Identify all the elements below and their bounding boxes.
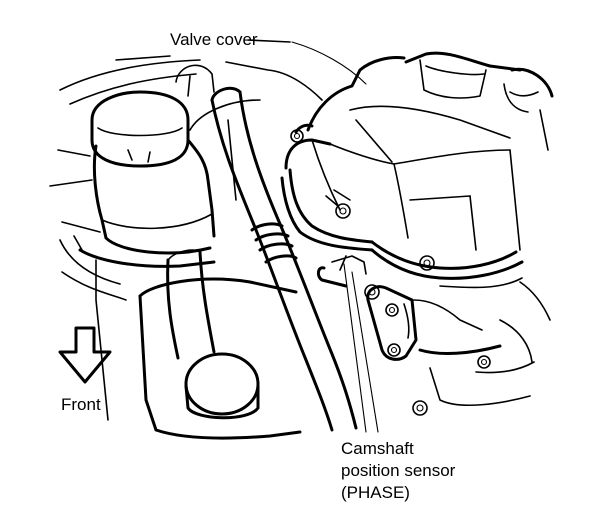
background-contours [59, 39, 323, 131]
hose [210, 86, 358, 432]
sensor-leader-2 [351, 271, 379, 433]
reservoir [49, 90, 216, 268]
filler-pipe [166, 249, 216, 360]
front-arrow-icon [58, 326, 112, 384]
lower-housing [59, 239, 302, 440]
leader-lines [291, 41, 379, 433]
camshaft-sensor [316, 255, 551, 416]
camshaft-sensor-label-line-1: Camshaft [341, 439, 414, 458]
camshaft-sensor-label-line-2: position sensor [341, 461, 456, 480]
valve-cover [280, 51, 554, 289]
filler-cap [184, 352, 260, 420]
valve-cover-label: Valve cover [170, 30, 258, 49]
camshaft-sensor-label-line-3: (PHASE) [341, 483, 410, 502]
front-label: Front [61, 395, 101, 414]
valve-cover-leader [291, 41, 367, 85]
camshaft-sensor-label: Camshaft position sensor (PHASE) [341, 438, 455, 504]
sensor-leader-1 [343, 263, 367, 433]
